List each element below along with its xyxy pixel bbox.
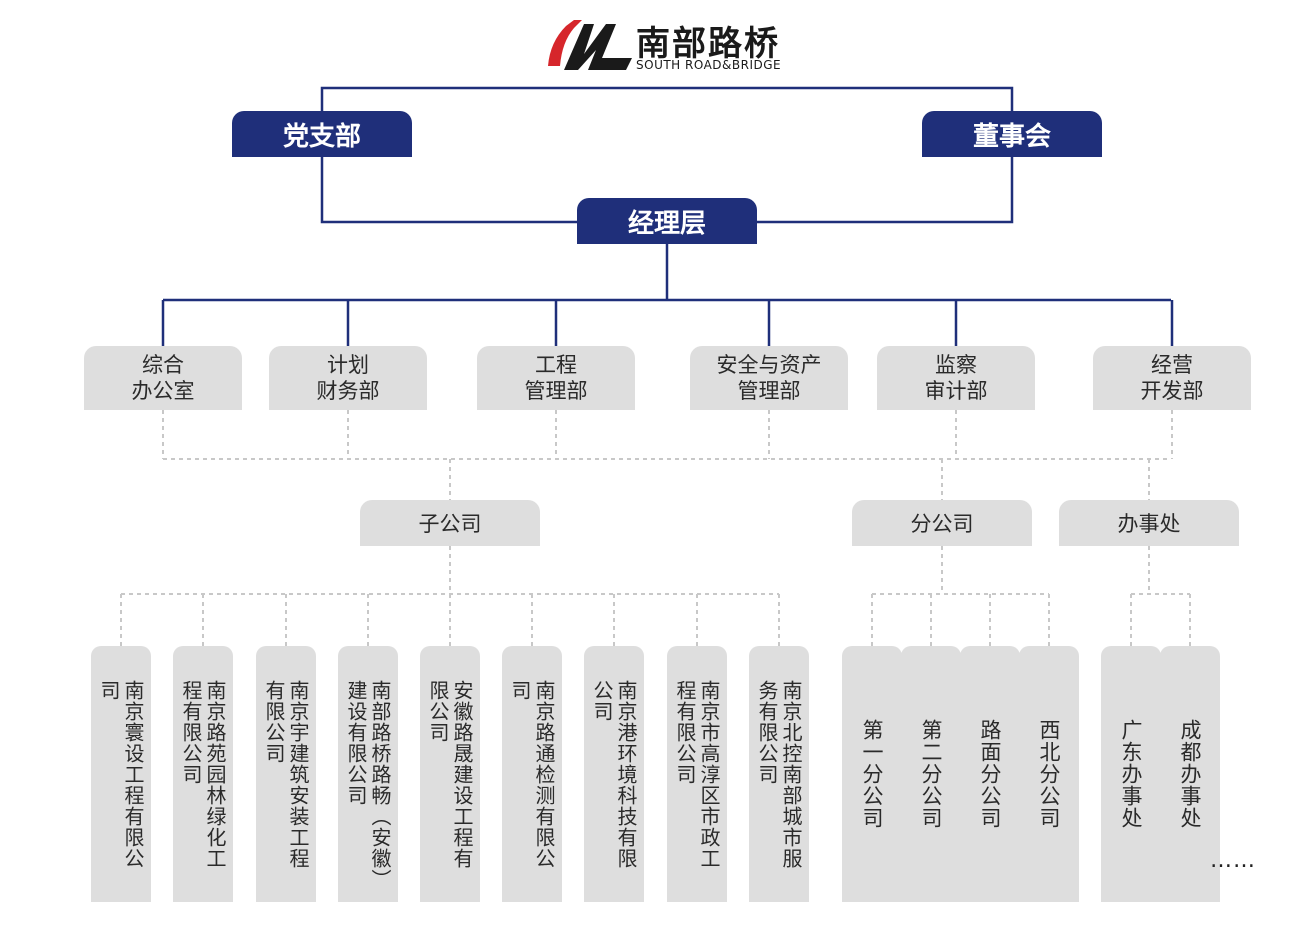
subsidiary-box: 南京路通检测有限公司	[502, 646, 562, 902]
group-offices: 办事处	[1059, 500, 1239, 546]
office-box: 成都办事处	[1160, 646, 1220, 902]
department-name-line2: 审计部	[924, 379, 988, 403]
logo-name-en: SOUTH ROAD&BRIDGE	[636, 58, 782, 72]
more-ellipsis: ……	[1210, 848, 1256, 873]
subsidiary-box-name: 南京路通检测有限公司	[508, 680, 556, 869]
department-name-line1: 安全与资产	[716, 353, 822, 377]
subsidiary-box-name: 南京宇建筑安装工程有限公司	[262, 680, 310, 869]
nl-logo-icon	[548, 20, 632, 70]
department-name-line2: 开发部	[1140, 379, 1204, 403]
department-name-line2: 财务部	[316, 379, 380, 403]
board-management-connector	[757, 157, 1014, 224]
department-box: 监察审计部	[877, 346, 1035, 410]
group-branches: 分公司	[852, 500, 1032, 546]
group-subsidiaries: 子公司	[360, 500, 540, 546]
subsidiary-box-name: 南京港环境科技有限公司	[590, 680, 638, 869]
subsidiary-box: 南京路苑园林绿化工程有限公司	[173, 646, 233, 902]
department-name-line2: 管理部	[737, 379, 801, 403]
logo-connector	[320, 86, 1014, 111]
logo-name-cn: 南部路桥	[636, 24, 780, 64]
department-name-line2: 管理部	[524, 379, 588, 403]
branch-box: 路面分公司	[960, 646, 1020, 902]
department-name-line1: 监察	[935, 353, 977, 377]
department-box: 安全与资产管理部	[690, 346, 848, 410]
branch-box: 西北分公司	[1019, 646, 1079, 902]
subsidiary-box: 南京寰设工程有限公司	[91, 646, 151, 902]
subsidiary-box-name: 南部路桥路畅（安徽）建设有限公司	[344, 680, 392, 880]
office-box-name: 广东办事处	[1119, 719, 1143, 829]
subsidiary-box-name: 南京北控南部城市服务有限公司	[755, 680, 803, 869]
party-branch-box: 党支部	[232, 111, 412, 157]
branch-box-name: 路面分公司	[978, 719, 1002, 829]
management-box: 经理层	[577, 198, 757, 244]
department-name-line1: 综合	[142, 353, 184, 377]
department-box: 经营开发部	[1093, 346, 1251, 410]
office-box: 广东办事处	[1101, 646, 1161, 902]
branch-box: 第一分公司	[842, 646, 902, 902]
branch-box: 第二分公司	[901, 646, 961, 902]
department-name-line1: 工程	[535, 353, 577, 377]
department-name-line1: 经营	[1151, 353, 1193, 377]
subsidiary-box-name: 安徽路晟建设工程有限公司	[426, 680, 474, 869]
branch-box-name: 西北分公司	[1037, 719, 1061, 829]
subsidiary-box-name: 南京路苑园林绿化工程有限公司	[179, 680, 227, 869]
branch-box-name: 第二分公司	[919, 719, 943, 829]
subsidiary-box-name: 南京寰设工程有限公司	[97, 680, 145, 869]
office-box-name: 成都办事处	[1178, 719, 1202, 829]
branch-box-name: 第一分公司	[860, 719, 884, 829]
subsidiary-box-name: 南京市高淳区市政工程有限公司	[673, 680, 721, 869]
subsidiary-box: 南部路桥路畅（安徽）建设有限公司	[338, 646, 398, 902]
company-logo: 南部路桥 SOUTH ROAD&BRIDGE	[544, 12, 794, 80]
subsidiary-box: 南京北控南部城市服务有限公司	[749, 646, 809, 902]
subsidiary-box: 南京港环境科技有限公司	[584, 646, 644, 902]
department-box: 计划财务部	[269, 346, 427, 410]
party-management-connector	[320, 157, 577, 224]
department-box: 工程管理部	[477, 346, 635, 410]
subsidiary-box: 南京宇建筑安装工程有限公司	[256, 646, 316, 902]
board-box: 董事会	[922, 111, 1102, 157]
subsidiary-box: 安徽路晟建设工程有限公司	[420, 646, 480, 902]
subsidiary-box: 南京市高淳区市政工程有限公司	[667, 646, 727, 902]
department-name-line2: 办公室	[131, 379, 195, 403]
department-name-line1: 计划	[327, 353, 369, 377]
department-box: 综合办公室	[84, 346, 242, 410]
